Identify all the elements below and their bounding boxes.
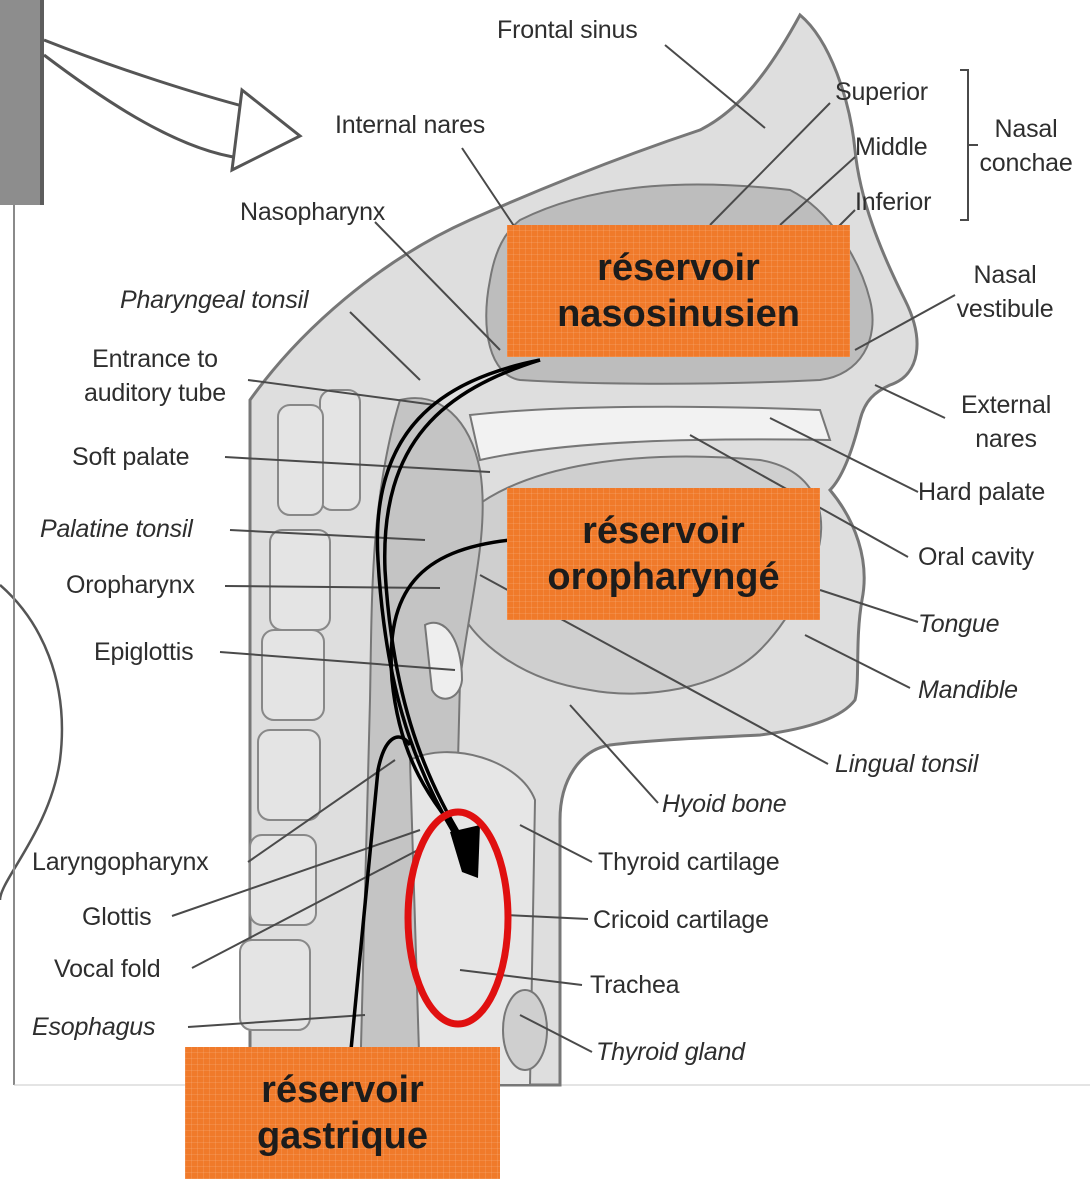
- label-glottis: Glottis: [82, 905, 151, 930]
- reservoir-gastrique-line2: gastrique: [257, 1113, 428, 1159]
- reservoir-oropharynge-line2: oropharyngé: [547, 554, 779, 600]
- label-internal-nares: Internal nares: [335, 113, 485, 138]
- label-nasal-conchae: Nasal conchae: [970, 112, 1082, 180]
- label-nasal-vestibule-line1: Nasal: [945, 258, 1065, 292]
- label-nasal-vestibule-line2: vestibule: [945, 292, 1065, 326]
- top-left-arrow: [0, 0, 300, 205]
- label-nasal-conchae-line2: conchae: [970, 146, 1082, 180]
- label-entrance-line1: Entrance to: [60, 342, 250, 376]
- label-laryngopharynx: Laryngopharynx: [32, 850, 209, 875]
- label-nasopharynx: Nasopharynx: [240, 200, 385, 225]
- reservoir-gastrique-box: réservoir gastrique: [185, 1047, 500, 1179]
- label-frontal-sinus: Frontal sinus: [497, 18, 638, 43]
- label-thyroid-cartilage: Thyroid cartilage: [598, 850, 779, 875]
- label-cricoid-cartilage: Cricoid cartilage: [593, 908, 769, 933]
- label-vocal-fold: Vocal fold: [54, 957, 160, 982]
- label-external-nares-line2: nares: [945, 422, 1067, 456]
- reservoir-nasosinusien-line2: nasosinusien: [557, 291, 800, 337]
- label-soft-palate: Soft palate: [72, 445, 189, 470]
- label-tongue: Tongue: [918, 612, 999, 637]
- label-esophagus: Esophagus: [32, 1015, 155, 1040]
- label-entrance-line2: auditory tube: [60, 376, 250, 410]
- label-palatine-tonsil: Palatine tonsil: [40, 517, 193, 542]
- label-middle: Middle: [855, 135, 927, 160]
- reservoir-nasosinusien-box: réservoir nasosinusien: [507, 225, 850, 357]
- label-external-nares: External nares: [945, 388, 1067, 456]
- label-nasal-vestibule: Nasal vestibule: [945, 258, 1065, 326]
- label-oral-cavity: Oral cavity: [918, 545, 1034, 570]
- label-pharyngeal-tonsil: Pharyngeal tonsil: [120, 288, 308, 313]
- label-hyoid-bone: Hyoid bone: [662, 792, 786, 817]
- label-nasal-conchae-line1: Nasal: [970, 112, 1082, 146]
- reservoir-oropharynge-line1: réservoir: [582, 508, 745, 554]
- label-superior: Superior: [835, 80, 928, 105]
- label-trachea: Trachea: [590, 973, 679, 998]
- label-epiglottis: Epiglottis: [94, 640, 193, 665]
- reservoir-oropharynge-box: réservoir oropharyngé: [507, 488, 820, 620]
- label-inferior: Inferior: [855, 190, 931, 215]
- label-entrance-auditory-tube: Entrance to auditory tube: [60, 342, 250, 410]
- label-mandible: Mandible: [918, 678, 1018, 703]
- thyroid-gland-shape: [503, 990, 547, 1070]
- label-oropharynx: Oropharynx: [66, 573, 195, 598]
- label-hard-palate: Hard palate: [918, 480, 1045, 505]
- label-thyroid-gland: Thyroid gland: [596, 1040, 745, 1065]
- label-lingual-tonsil: Lingual tonsil: [835, 752, 978, 777]
- reservoir-nasosinusien-line1: réservoir: [597, 245, 760, 291]
- label-external-nares-line1: External: [945, 388, 1067, 422]
- reservoir-gastrique-line1: réservoir: [261, 1067, 424, 1113]
